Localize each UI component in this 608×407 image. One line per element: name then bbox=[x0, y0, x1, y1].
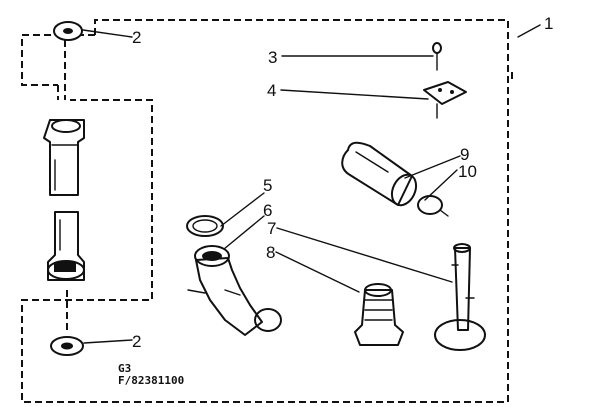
clip-part bbox=[423, 81, 467, 119]
diagram-footer: G3 F/82381100 bbox=[118, 362, 184, 387]
callout-3: 3 bbox=[268, 48, 277, 67]
leader-lines bbox=[82, 24, 541, 344]
elbow-connector-part bbox=[187, 245, 282, 336]
group-code: G3 bbox=[118, 362, 131, 375]
hose-clamp-part bbox=[417, 195, 449, 217]
washer-bottom-part bbox=[50, 336, 84, 356]
callout-2-top: 2 bbox=[132, 28, 141, 47]
callout-4: 4 bbox=[267, 81, 276, 100]
callout-6: 6 bbox=[263, 201, 272, 220]
washer-top-part bbox=[53, 21, 83, 41]
callout-7: 7 bbox=[267, 219, 276, 238]
callout-5: 5 bbox=[263, 176, 272, 195]
callout-9: 9 bbox=[460, 145, 469, 164]
o-ring-part bbox=[186, 215, 224, 237]
callout-10: 10 bbox=[458, 162, 477, 181]
screw-part bbox=[432, 42, 442, 71]
threaded-stem-part bbox=[354, 283, 404, 346]
callout-8: 8 bbox=[266, 243, 275, 262]
callout-labels: 1 2 2 3 4 5 6 7 8 9 10 bbox=[132, 14, 553, 351]
callout-1: 1 bbox=[544, 14, 553, 33]
leveling-foot-part bbox=[434, 243, 486, 351]
part-number: F/82381100 bbox=[118, 374, 184, 387]
drain-hose-coupling-part bbox=[43, 119, 85, 281]
callout-2-bottom: 2 bbox=[132, 332, 141, 351]
